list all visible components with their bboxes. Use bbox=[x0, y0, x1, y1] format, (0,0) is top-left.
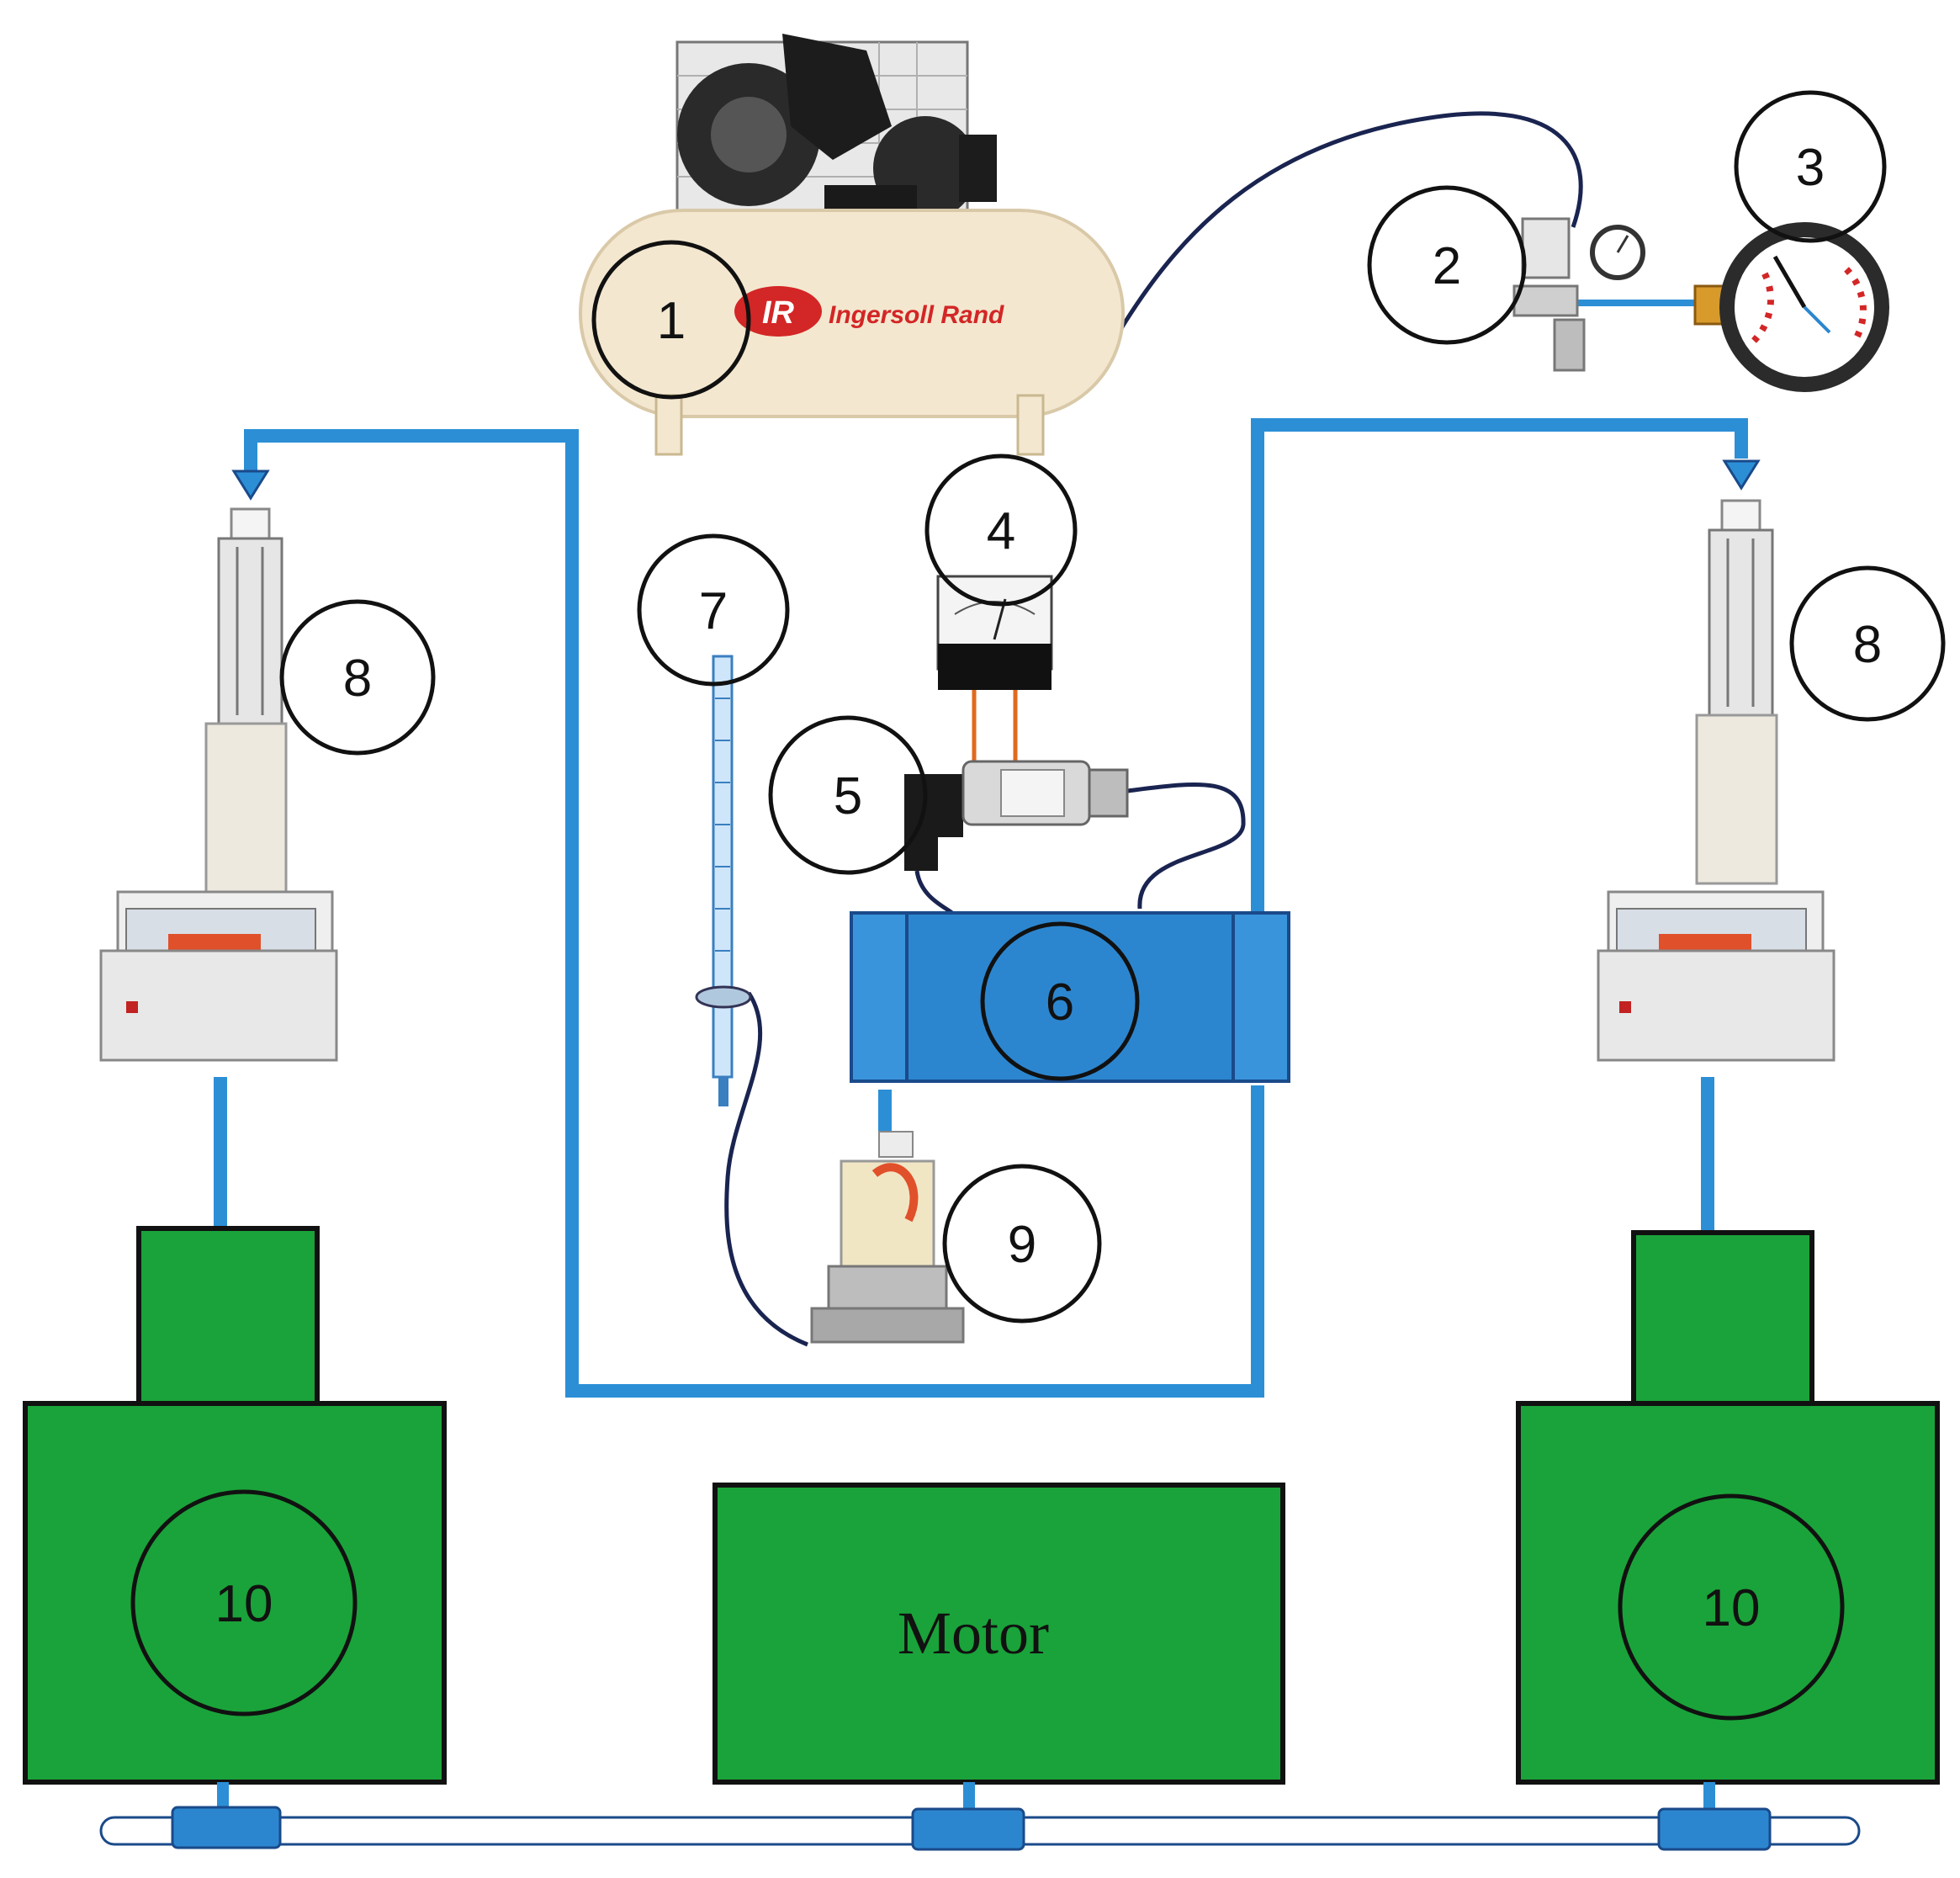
label-5: 5 bbox=[834, 767, 862, 825]
label-8-right: 8 bbox=[1853, 616, 1882, 674]
pressure-transducer bbox=[904, 760, 1129, 871]
drive-unit-right bbox=[1516, 1230, 1940, 1785]
label-circle-7 bbox=[637, 533, 790, 687]
wires bbox=[724, 111, 1583, 1347]
ir-logo-mark bbox=[734, 286, 822, 337]
label-9: 9 bbox=[1008, 1216, 1036, 1274]
pipe-loop bbox=[214, 300, 1748, 1398]
label-circle-5 bbox=[768, 715, 928, 875]
arrow-left-down-icon bbox=[231, 470, 270, 501]
motor-label: Motor bbox=[898, 1599, 1049, 1667]
sampler-right bbox=[1597, 499, 1836, 1062]
label-4: 4 bbox=[987, 502, 1015, 560]
label-10-left: 10 bbox=[215, 1575, 273, 1633]
air-regulator bbox=[1512, 217, 1645, 372]
wire-compressor-regulator bbox=[1116, 111, 1583, 334]
label-3: 3 bbox=[1796, 139, 1825, 197]
label-circle-4 bbox=[924, 454, 1078, 607]
arrow-right-down-icon bbox=[1722, 459, 1761, 491]
test-block bbox=[850, 911, 1290, 1083]
label-7: 7 bbox=[699, 582, 728, 640]
pipe-right-top bbox=[1251, 418, 1748, 913]
label-10-right: 10 bbox=[1703, 1579, 1761, 1637]
pressure-gauge bbox=[1693, 222, 1889, 392]
ir-logo-brand: Ingersoll Rand bbox=[829, 301, 1004, 329]
label-circle-1 bbox=[591, 240, 751, 400]
coupling-center bbox=[911, 1807, 1025, 1851]
filter-bowl bbox=[810, 1131, 965, 1344]
label-2: 2 bbox=[1433, 237, 1461, 295]
burette bbox=[695, 655, 752, 1106]
wire-transducer-block bbox=[1126, 782, 1246, 910]
pipe-left-branch bbox=[244, 429, 844, 1398]
drive-unit-left bbox=[23, 1226, 447, 1785]
label-circle-2 bbox=[1367, 185, 1527, 345]
label-circle-3 bbox=[1734, 90, 1887, 243]
label-circle-10-left bbox=[130, 1489, 358, 1716]
wire-transducer-left bbox=[914, 870, 957, 917]
coupling-left bbox=[171, 1806, 282, 1849]
wire-burette-filter bbox=[724, 991, 808, 1347]
compressor-head bbox=[782, 34, 892, 160]
label-8-left: 8 bbox=[343, 650, 372, 708]
label-circle-10-right bbox=[1618, 1493, 1845, 1721]
coupling-right bbox=[1657, 1807, 1772, 1851]
label-circle-6 bbox=[980, 921, 1140, 1081]
sampler-left bbox=[99, 507, 338, 1062]
motor-block bbox=[712, 1483, 1285, 1785]
compressor-tank bbox=[579, 209, 1125, 418]
label-6: 6 bbox=[1046, 973, 1074, 1032]
analog-meter bbox=[936, 575, 1053, 690]
label-circle-8-left bbox=[279, 599, 436, 756]
pipe-right-branch bbox=[844, 1085, 1264, 1398]
drive-shaft bbox=[99, 1782, 1861, 1851]
air-compressor: IR Ingersoll Rand bbox=[579, 34, 1125, 456]
label-circle-8-right bbox=[1789, 565, 1946, 722]
label-circle-9 bbox=[942, 1164, 1102, 1324]
ir-logo-letters: IR bbox=[762, 295, 795, 331]
label-1: 1 bbox=[657, 292, 686, 350]
